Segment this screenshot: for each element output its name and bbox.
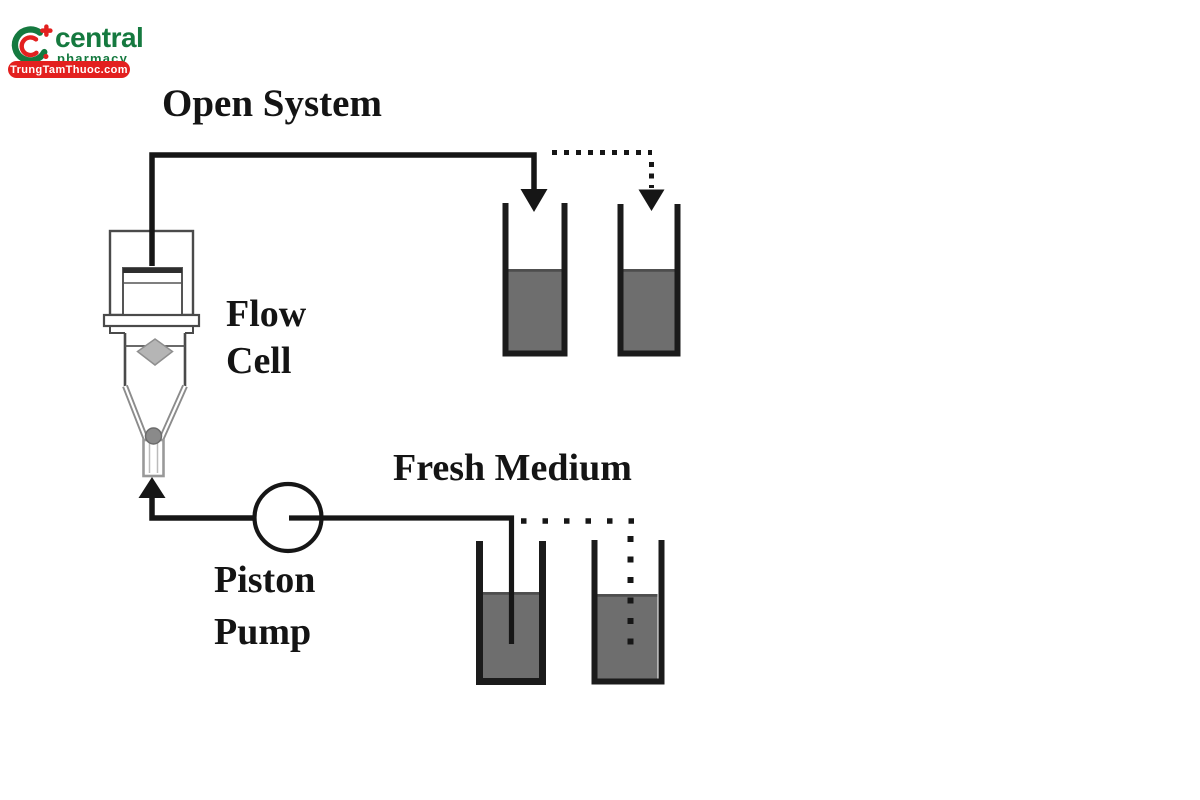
piston-pump-label-line1: Piston [214,559,316,601]
flow-cell-flange [102,313,201,328]
logo-banner-text: TrungTamThuoc.com [10,63,128,76]
flow-cell-apparatus [102,229,201,478]
cell-inlet-tube [142,438,165,478]
piston-pump-label: Piston Pump [214,554,315,658]
inlet-tube-right [289,515,515,644]
collection-beaker-1-liquid [508,269,562,353]
cone-wall-left-inner [123,385,148,442]
central-pharmacy-logo: central pharmacy TrungTamThuoc.com [8,16,148,80]
fresh-medium-beaker-2-liquid [597,594,658,679]
collection-beaker-2 [617,204,681,357]
beaker-outlines [476,203,681,685]
fresh-medium-beaker-2 [591,540,665,685]
fresh-medium-label: Fresh Medium [393,447,632,489]
collection-beaker-1 [502,203,568,357]
logo-banner: TrungTamThuoc.com [8,61,130,78]
outlet-tube-line [149,152,537,266]
piston-pump-label-line2: Pump [214,611,312,653]
inlet-tubing [138,477,515,644]
outlet-tubing-solid [149,152,548,266]
collection-beaker-2-liquid [623,269,675,353]
logo-brand-text: central [55,22,144,53]
flow-cell-label: Flow Cell [226,291,306,385]
central-pharmacy-logo-icon [11,24,53,64]
flow-cell-label-line2: Cell [226,340,292,382]
outlet-tubing-dotted [552,150,665,211]
fresh-medium-beaker-1 [476,541,546,685]
diagram-title: Open System [162,82,382,125]
arrow-up-icon [138,477,166,498]
tablet-holder-diamond [136,338,174,366]
flange-step [109,326,194,334]
solid-arrow-down-icon [520,189,548,212]
flow-cell-label-line1: Flow [226,293,307,335]
inlet-tube-left [149,496,253,521]
dashed-arrow-down-icon [638,189,665,211]
cone-wall-right-inner [159,385,187,442]
glass-bead [144,427,163,445]
flow-cell-piston [122,267,183,317]
